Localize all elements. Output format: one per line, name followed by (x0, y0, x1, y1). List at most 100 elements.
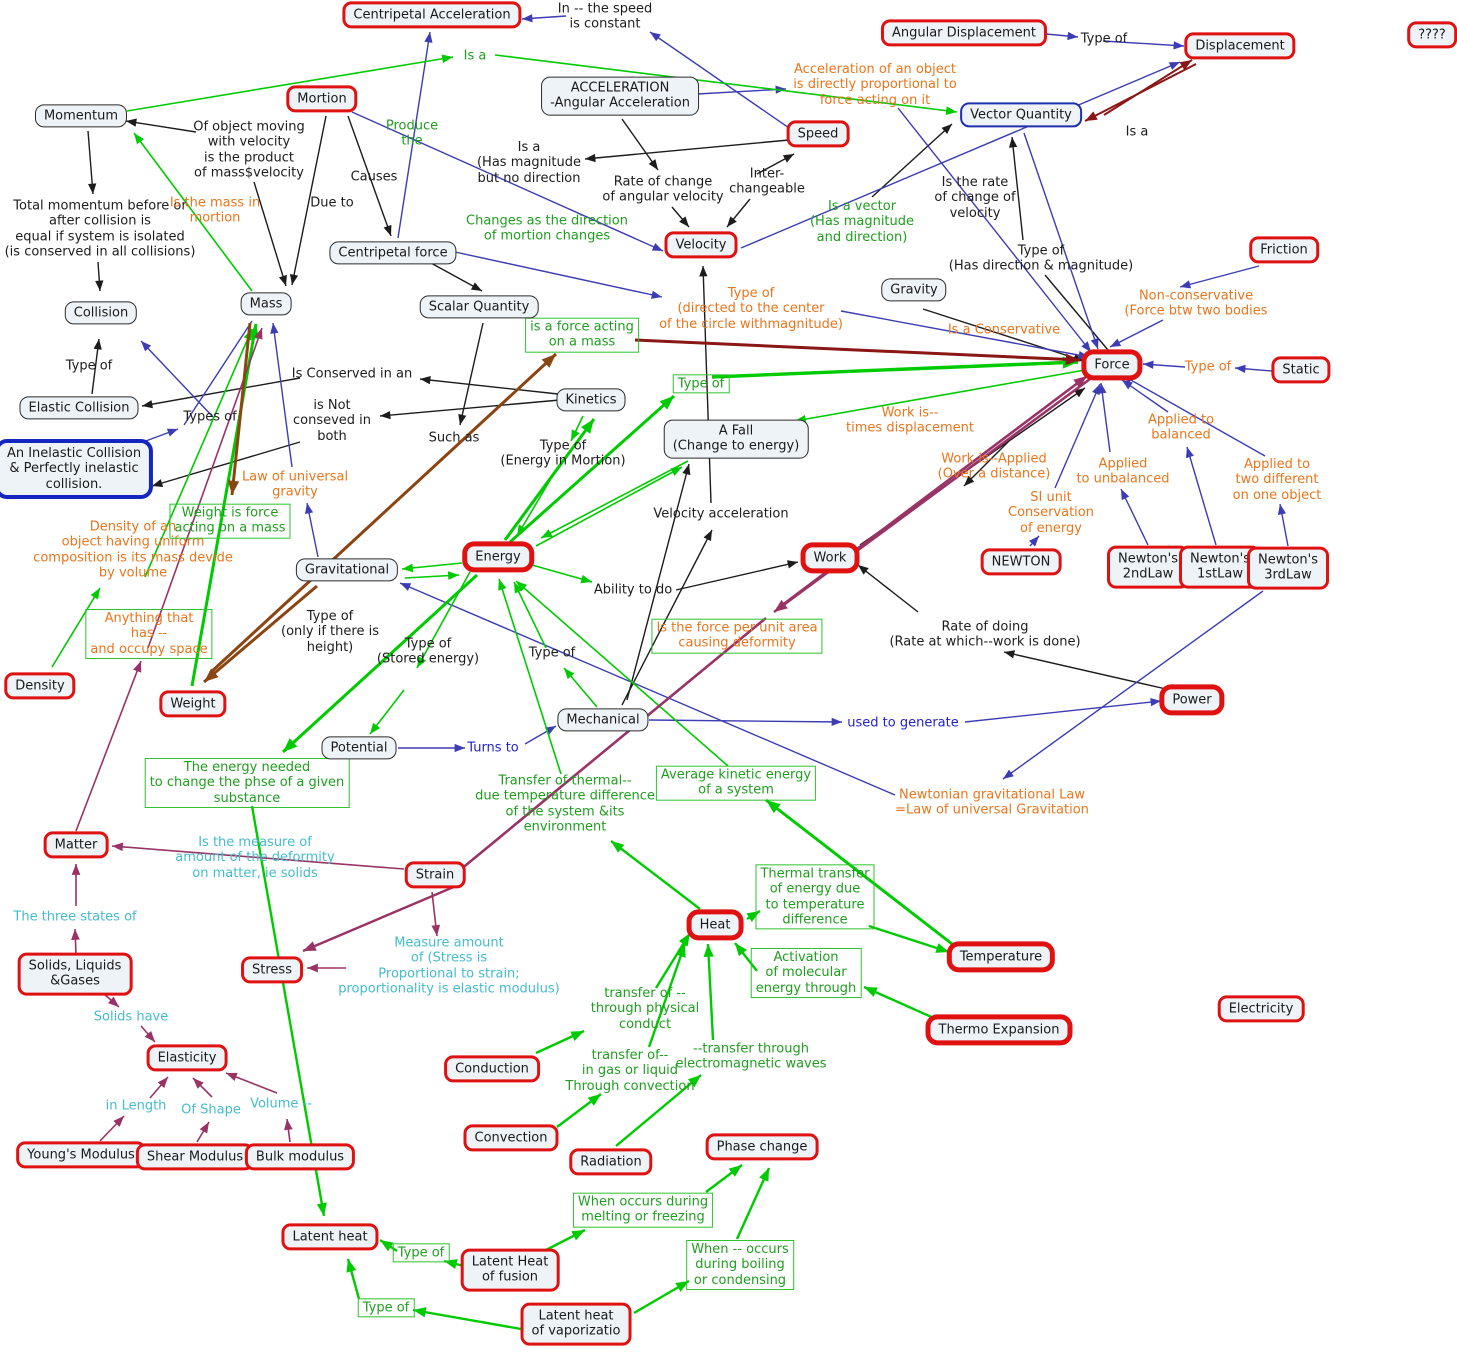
edge-arrowhead (307, 963, 318, 973)
edge-arrowhead (270, 323, 279, 334)
node-youngs-modulus[interactable]: Young's Modulus (16, 1141, 146, 1169)
edge-line (647, 943, 687, 1048)
node-friction[interactable]: Friction (1249, 236, 1319, 264)
node-latent-heat-of-vaporization[interactable]: Latent heat of vaporizatio (520, 1302, 632, 1346)
edge-arrowhead (1168, 62, 1180, 70)
node-thermo-expansion[interactable]: Thermo Expansion (925, 1014, 1073, 1046)
node-mass[interactable]: Mass (240, 292, 292, 316)
node-strain[interactable]: Strain (404, 861, 466, 889)
node-phase-change[interactable]: Phase change (705, 1133, 819, 1161)
edge-arrowhead (227, 480, 240, 495)
edge-arrowhead (514, 582, 523, 594)
node-electricity[interactable]: Electricity (1217, 995, 1305, 1023)
edge-arrowhead (402, 563, 414, 573)
edge-arrowhead (380, 1240, 394, 1252)
edge-arrowhead (517, 524, 527, 536)
node-conduction[interactable]: Conduction (444, 1055, 540, 1083)
node-elasticity[interactable]: Elasticity (146, 1044, 228, 1072)
node-latent-heat-of-fusion[interactable]: Latent Heat of fusion (460, 1248, 560, 1292)
node-newtons-3rd-law[interactable]: Newton's 3rdLaw (1247, 546, 1329, 590)
node-centripetal-acceleration[interactable]: Centripetal Acceleration (342, 1, 522, 29)
edge-line (133, 132, 253, 292)
node-displacement[interactable]: Displacement (1184, 32, 1296, 60)
edge-arrowhead (431, 924, 441, 936)
node-angular-displacement[interactable]: Angular Displacement (880, 19, 1048, 47)
edge-arrowhead (383, 224, 392, 236)
edge-arrowhead (864, 987, 878, 997)
node-vector-quantity[interactable]: Vector Quantity (960, 102, 1082, 128)
node-newton[interactable]: NEWTON (980, 548, 1062, 576)
edge-arrowhead (133, 661, 142, 673)
edge-arrowhead (142, 400, 153, 409)
node-speed[interactable]: Speed (786, 120, 850, 148)
node-solids-liquids-gases[interactable]: Solids, Liquids &Gases (17, 952, 133, 996)
node-centripetal-force[interactable]: Centripetal force (329, 241, 457, 265)
node-elastic-collision[interactable]: Elastic Collision (19, 396, 139, 420)
node-collision[interactable]: Collision (64, 301, 138, 325)
node-heat[interactable]: Heat (686, 909, 744, 941)
node-momentum[interactable]: Momentum (34, 104, 128, 128)
edge-line (190, 323, 258, 687)
edge-arrowhead (651, 242, 663, 251)
edge-line (1179, 265, 1260, 288)
node-scalar-quantity[interactable]: Scalar Quantity (419, 295, 539, 319)
edge-arrowhead (284, 1119, 293, 1131)
node-potential[interactable]: Potential (321, 736, 397, 760)
edge-arrowhead (648, 159, 658, 170)
node-kinetics[interactable]: Kinetics (556, 388, 626, 412)
node-stress[interactable]: Stress (241, 956, 303, 984)
edge-arrowhead (1110, 338, 1122, 347)
edge-arrowhead (278, 274, 287, 286)
edge-arrowhead (413, 1307, 427, 1318)
node-newtons-2nd-law[interactable]: Newton's 2ndLaw (1107, 545, 1189, 589)
node-density[interactable]: Density (4, 672, 76, 700)
node-mortion[interactable]: Mortion (286, 85, 358, 113)
node-force[interactable]: Force (1081, 349, 1143, 381)
node-temperature[interactable]: Temperature (946, 941, 1056, 973)
node-gravitational[interactable]: Gravitational (295, 558, 399, 582)
node-acceleration-angular[interactable]: ACCELERATION -Angular Acceleration (541, 76, 699, 116)
node-gravity[interactable]: Gravity (881, 278, 947, 302)
edge-arrowhead (441, 54, 453, 64)
edge-arrowhead (420, 375, 431, 385)
edge-line (1120, 488, 1149, 546)
node-weight[interactable]: Weight (159, 690, 227, 718)
edge-arrowhead (283, 738, 298, 752)
edge-line (963, 439, 1011, 487)
edge-arrowhead (444, 1259, 458, 1270)
edge-arrowhead (580, 574, 592, 584)
node-power[interactable]: Power (1159, 684, 1225, 716)
edge-line (765, 798, 957, 949)
edge-line (540, 460, 689, 539)
edge-arrowhead (134, 133, 144, 145)
edge-arrowhead (687, 1075, 701, 1088)
node-bulk-modulus[interactable]: Bulk modulus (244, 1143, 356, 1171)
node-unknown[interactable]: ???? (1407, 21, 1457, 49)
edge-arrowhead (941, 124, 952, 135)
node-convection[interactable]: Convection (463, 1124, 559, 1152)
node-work[interactable]: Work (800, 542, 860, 574)
node-mechanical[interactable]: Mechanical (557, 708, 649, 732)
edge-line (494, 54, 958, 113)
node-inelastic-collision[interactable]: An Inelastic Collision & Perfectly inela… (0, 439, 154, 499)
edge-arrowhead (1122, 380, 1133, 390)
node-a-fall[interactable]: A Fall (Change to energy) (663, 419, 809, 459)
edge-arrowhead (1081, 341, 1091, 352)
node-shear-modulus[interactable]: Shear Modulus (135, 1143, 255, 1171)
edge-arrowhead (964, 475, 975, 486)
node-energy[interactable]: Energy (462, 541, 534, 573)
node-radiation[interactable]: Radiation (569, 1148, 653, 1176)
edge-arrowhead (541, 529, 553, 538)
edge-arrowhead (650, 32, 661, 42)
edge-line (857, 564, 919, 613)
edge-line (1121, 374, 1266, 457)
edge-arrowhead (571, 429, 580, 441)
node-velocity[interactable]: Velocity (664, 231, 738, 259)
edge-line (1054, 383, 1101, 489)
node-matter[interactable]: Matter (43, 831, 109, 859)
node-static[interactable]: Static (1271, 356, 1331, 384)
edge-line (1103, 59, 1193, 116)
node-latent-heat[interactable]: Latent heat (281, 1223, 379, 1251)
edge-line (87, 130, 94, 195)
